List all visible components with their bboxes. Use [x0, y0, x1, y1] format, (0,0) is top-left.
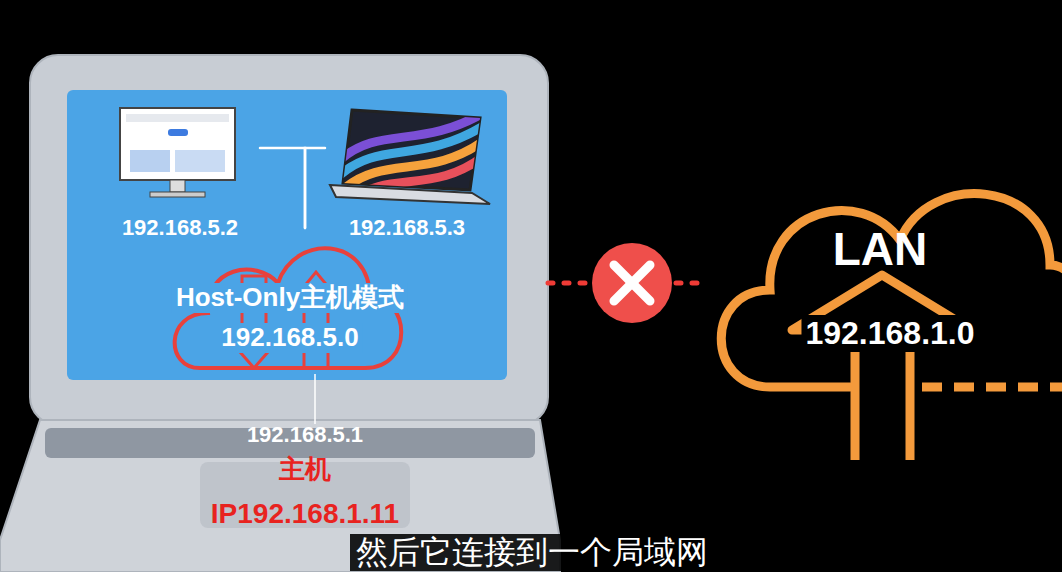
desktop-node: 192.168.5.2	[100, 100, 260, 250]
network-wire	[305, 148, 325, 228]
node-text: 192.168.1.0	[801, 315, 978, 352]
node-text: IP192.168.1.11	[207, 498, 403, 530]
host-laptop: 192.168.5.2 192.168.5.3Host-Only主机模式 192.1…	[0, 55, 548, 560]
node-text: Host-Only主机模式	[172, 283, 408, 313]
node-text: LAN	[829, 223, 932, 276]
lan-cloud: LAN 192.168.1.0	[700, 165, 1062, 465]
blocked-symbol	[592, 243, 672, 323]
node-text: 192.168.5.1	[243, 422, 367, 447]
laptop-lid	[30, 55, 548, 425]
node-text: 192.168.5.0	[217, 323, 362, 353]
node-text: 主机	[275, 455, 335, 485]
laptop-node: 192.168.5.3	[325, 100, 490, 250]
leader-line	[314, 374, 316, 424]
host-only-cloud: Host-Only主机模式 192.168.5.0	[130, 228, 480, 378]
subtitle-caption: 然后它连接到一个局域网	[350, 534, 714, 571]
laptop-screen	[67, 90, 507, 380]
desktop-icon	[120, 108, 235, 197]
node-text: 192.168.5.2	[118, 215, 242, 240]
network-wire	[260, 148, 305, 228]
node-text: 192.168.5.3	[345, 215, 469, 240]
laptop-icon	[330, 110, 490, 204]
